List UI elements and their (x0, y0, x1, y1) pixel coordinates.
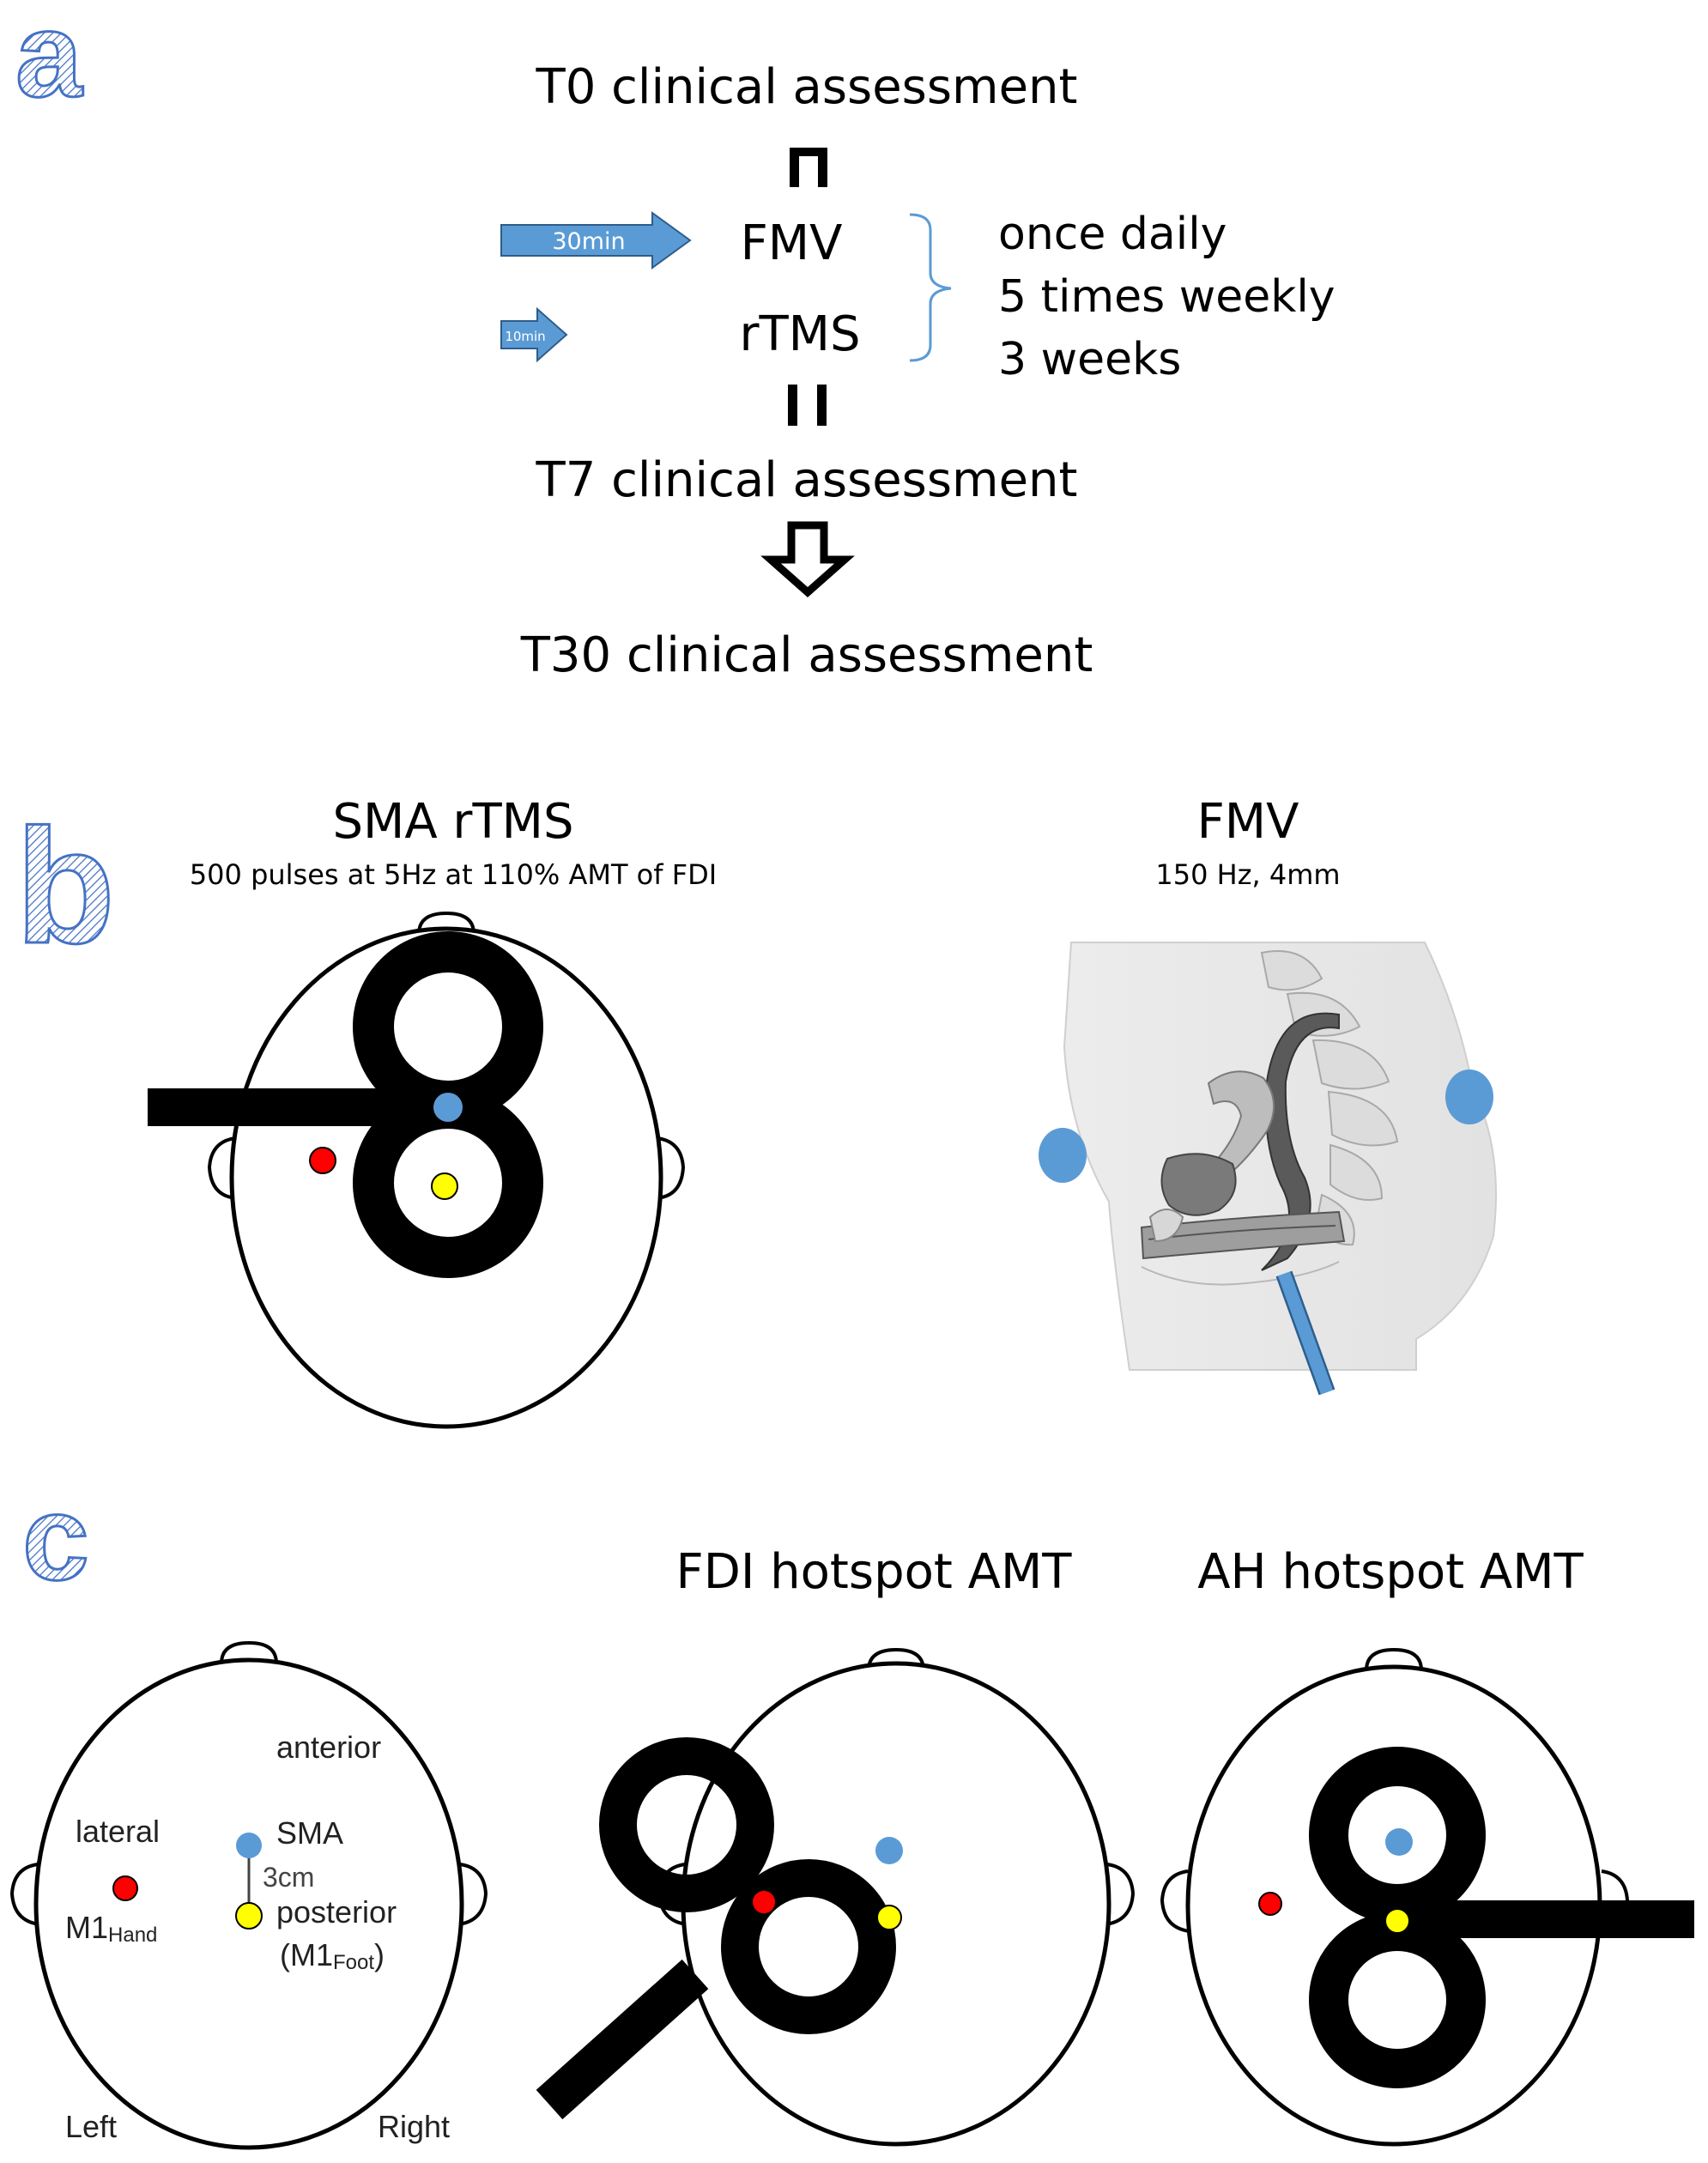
rectum (1261, 1012, 1340, 1271)
schedule-line-1: once daily (998, 209, 1226, 260)
rtms-duration-label: 10min (505, 329, 545, 344)
posterior-label: posterior (276, 1894, 397, 1930)
panel-a-flow: T0 clinical assessment 30min FMV 10min r… (500, 59, 1336, 683)
t0-to-treatment-arrow (790, 148, 827, 187)
sma-label: SMA (276, 1815, 343, 1851)
fmv-probe-posterior (1445, 1069, 1493, 1124)
fmv-duration-label: 30min (552, 228, 625, 255)
coil-c2-handle (536, 1959, 709, 2120)
anterior-label: anterior (276, 1730, 381, 1765)
fmv-probe-perineal (1277, 1271, 1334, 1395)
m1-foot-dot-b (431, 1172, 458, 1200)
t0-assessment-label: T0 clinical assessment (536, 59, 1078, 115)
fmv-title: FMV (1197, 794, 1299, 850)
m1-hand-dot-c2 (751, 1889, 777, 1915)
m1-hand-dot-b (309, 1147, 336, 1174)
head-c1-right-ear (457, 1863, 488, 1926)
right-label: Right (378, 2109, 450, 2144)
m1-foot-dot-c1 (235, 1902, 263, 1930)
uterus (1207, 1070, 1275, 1178)
fdi-hotspot-title: FDI hotspot AMT (676, 1544, 1073, 1600)
head-b (207, 911, 686, 1429)
schedule-line-2: 5 times weekly (998, 271, 1336, 323)
t30-assessment-label: T30 clinical assessment (520, 627, 1093, 683)
panel-label-b: b (15, 796, 115, 978)
treatment-to-t7-arrow (788, 385, 827, 426)
m1-hand-dot-c1 (112, 1875, 138, 1901)
m1-foot-open: (M1 (280, 1937, 333, 1972)
ah-hotspot-title: AH hotspot AMT (1197, 1544, 1584, 1600)
panel-b: SMA rTMS 500 pulses at 5Hz at 110% AMT o… (148, 794, 1497, 1429)
left-label: Left (65, 2109, 117, 2144)
m1-hand-dot-c3 (1258, 1892, 1282, 1916)
fmv-duration-arrow: 30min (500, 211, 692, 270)
distance-label: 3cm (263, 1862, 314, 1893)
rtms-duration-arrow: 10min (500, 306, 568, 363)
head-c3-left-ear (1160, 1869, 1190, 1933)
bladder (1160, 1153, 1237, 1216)
sma-dot-c2 (875, 1837, 903, 1864)
pelvic-floor (1140, 1210, 1346, 1260)
fmv-probe-anterior (1039, 1128, 1087, 1183)
head-c1-nose (219, 1640, 279, 1665)
schedule-line-3: 3 weeks (998, 334, 1181, 385)
coil-b-handle (148, 1088, 422, 1126)
head-c1-left-ear (9, 1863, 40, 1926)
panel-label-a: a (15, 0, 83, 122)
m1-hand-label: M1Hand (65, 1910, 157, 1947)
head-c3-nose (1364, 1647, 1424, 1672)
sma-rtms-title: SMA rTMS (332, 794, 573, 850)
pelvis-illustration (1063, 942, 1497, 1371)
lateral-label: lateral (76, 1814, 160, 1849)
m1-hand-main: M1 (65, 1910, 108, 1945)
pubic-bone (1148, 1209, 1184, 1243)
coil-c3-front-wing (1309, 1747, 1486, 1924)
m1-foot-sub: Foot (333, 1951, 374, 1974)
m1-foot-label: (M1Foot) (280, 1937, 385, 1974)
coil-c2-front-wing (599, 1737, 774, 1912)
sma-dot-b (433, 1093, 463, 1122)
fmv-label: FMV (741, 215, 843, 271)
m1-foot-dot-c2 (876, 1905, 902, 1930)
sma-dot-c3 (1385, 1828, 1413, 1856)
coil-c2 (536, 1737, 896, 2120)
fmv-params: 150 Hz, 4mm (1155, 858, 1340, 891)
t7-to-t30-arrow (760, 521, 855, 598)
coil-c2-back-wing (721, 1859, 896, 2034)
rtms-label: rTMS (739, 306, 860, 362)
m1-foot-close: ) (374, 1937, 385, 1972)
sma-dot-c1 (236, 1833, 262, 1858)
head-c2-right-ear (1105, 1863, 1136, 1926)
m1-foot-dot-c3 (1384, 1908, 1410, 1934)
panel-c: anterior lateral SMA 3cm M1Hand posterio… (9, 1544, 1694, 2150)
panel-label-c: c (22, 1470, 89, 1605)
sma-rtms-params: 500 pulses at 5Hz at 110% AMT of FDI (190, 858, 717, 891)
m1-hand-sub: Hand (108, 1924, 157, 1947)
schedule-brace (909, 213, 952, 362)
t7-assessment-label: T7 clinical assessment (536, 452, 1078, 508)
